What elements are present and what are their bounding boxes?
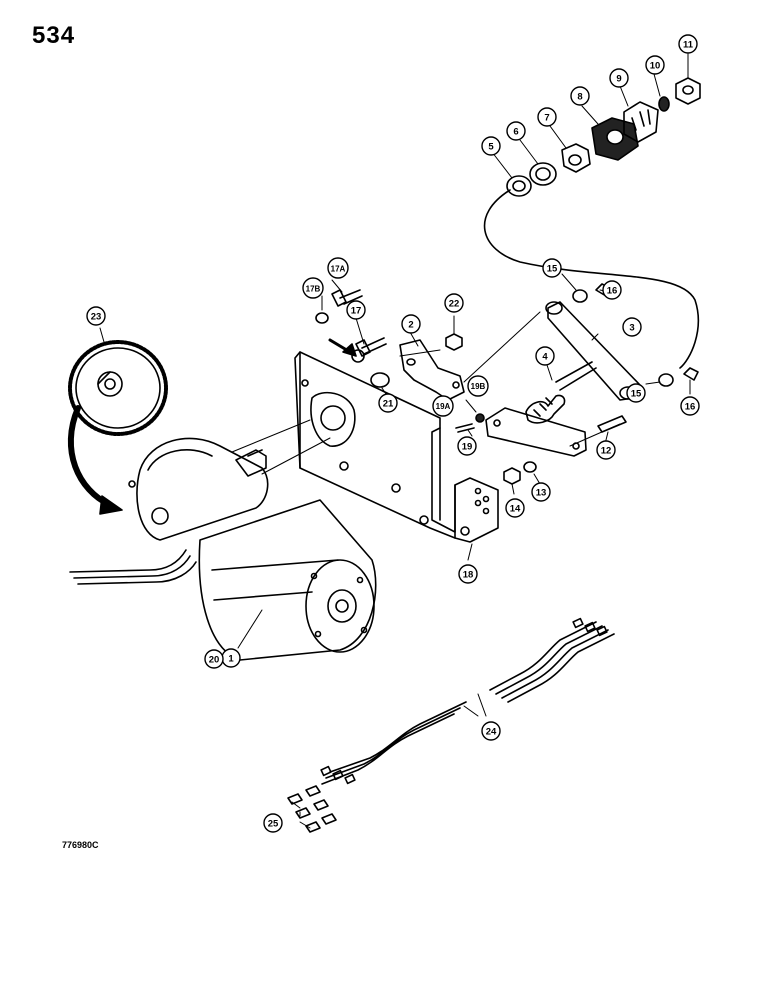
wire-harness-24 (320, 617, 615, 785)
callout-3: 3 (629, 323, 634, 334)
wiper-motor-1 (128, 437, 377, 661)
cable-loop (483, 189, 700, 369)
nut-14 (503, 467, 521, 485)
callout-circles (86, 34, 700, 833)
figure-code: 776980C (62, 840, 99, 850)
crank-shaft-4 (555, 361, 597, 391)
callout-15-right: 15 (631, 389, 642, 400)
callout-7: 7 (544, 113, 549, 124)
screw-17 (355, 337, 387, 357)
callout-10: 10 (650, 61, 661, 72)
callout-19: 19 (462, 442, 473, 453)
washer-10 (658, 96, 670, 112)
callout-21: 21 (383, 399, 394, 410)
washer-21 (370, 372, 390, 388)
lockwasher-17 (351, 349, 365, 363)
callout-19b: 19B (471, 382, 486, 391)
callout-16-right: 16 (685, 402, 696, 413)
callout-24: 24 (486, 727, 497, 738)
callout-4: 4 (542, 352, 548, 363)
washer-13 (523, 461, 537, 473)
washer-15a (572, 289, 588, 303)
callout-12: 12 (601, 446, 612, 457)
wiper-arm-3 (547, 301, 641, 401)
callout-14: 14 (510, 504, 521, 515)
callout-9: 9 (616, 74, 621, 85)
callout-13: 13 (536, 488, 547, 499)
callout-16-top: 16 (607, 286, 618, 297)
callout-11: 11 (683, 40, 694, 51)
washer-19b (475, 413, 485, 423)
plate-opening (310, 391, 356, 447)
screw-17a (331, 289, 363, 307)
callout-17b: 17B (306, 285, 321, 294)
bracket-2 (399, 339, 465, 401)
stud-12 (597, 415, 627, 433)
callout-6: 6 (513, 127, 518, 138)
knob-stack (506, 77, 701, 197)
nut-7 (561, 143, 591, 173)
washer-6 (529, 162, 557, 186)
mounting-plate-18 (294, 351, 499, 543)
cap-nut-11 (675, 77, 701, 105)
washer-5 (506, 175, 532, 197)
callout-18: 18 (463, 570, 474, 581)
callout-22: 22 (449, 299, 460, 310)
callout-25: 25 (268, 819, 279, 830)
washer-15b (658, 373, 674, 387)
callout-5: 5 (488, 142, 494, 153)
terminals-25 (287, 785, 337, 833)
callout-1: 1 (228, 654, 234, 665)
clip-16b (683, 367, 699, 381)
callout-leaders (99, 53, 691, 829)
callout-23: 23 (91, 312, 102, 323)
callout-2: 2 (408, 320, 413, 331)
gear-23 (68, 340, 168, 436)
callout-17: 17 (351, 306, 362, 317)
assembly-arrow-large (67, 405, 113, 508)
page-number: 534 (32, 22, 76, 49)
washer-17b (315, 312, 329, 324)
nut-22 (445, 333, 463, 351)
knob-9 (623, 101, 659, 143)
callout-15-top: 15 (547, 264, 558, 275)
crank-lever (485, 407, 587, 457)
callout-19a: 19A (436, 402, 451, 411)
motor-lead-wires (69, 549, 197, 585)
callout-20: 20 (209, 655, 220, 666)
callout-17a: 17A (331, 265, 346, 274)
screw-19 (455, 423, 475, 433)
callout-8: 8 (577, 92, 582, 103)
